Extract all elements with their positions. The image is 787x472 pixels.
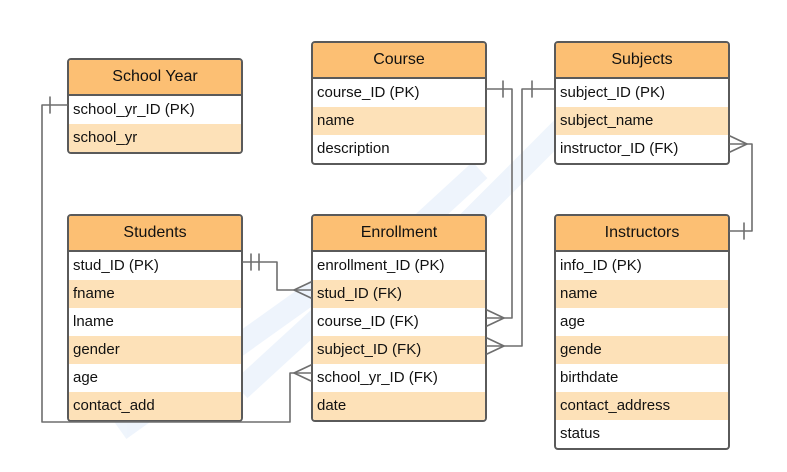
field-info-id: info_ID (PK): [560, 257, 642, 274]
entity-students-title: Students: [69, 216, 241, 252]
field-fname: fname: [69, 280, 241, 308]
field-course-description: description: [317, 140, 390, 157]
field-contact-add: contact_add: [69, 392, 241, 420]
entity-instructors[interactable]: Instructors info_ID (PK) name age gende …: [554, 214, 730, 450]
entity-school-year-title: School Year: [69, 60, 241, 96]
field-enroll-course-id: course_ID (FK): [317, 313, 419, 330]
many-crowfoot-studid: [293, 281, 312, 299]
field-enroll-school-yr-id: school_yr_ID (FK): [317, 369, 438, 386]
entity-instructors-title: Instructors: [556, 216, 728, 252]
field-age: age: [73, 369, 99, 386]
many-crowfoot-courseid: [486, 309, 505, 327]
rel-schoolyear-enrollment: [41, 104, 312, 423]
entity-subjects-title: Subjects: [556, 43, 728, 79]
many-crowfoot-subjectid: [486, 337, 505, 355]
field-course-id: course_ID (PK): [317, 84, 420, 101]
many-crowfoot-instructorid: [729, 135, 748, 153]
field-subject-id: subject_ID (PK): [560, 84, 666, 101]
entity-enrollment[interactable]: Enrollment enrollment_ID (PK) stud_ID (F…: [311, 214, 487, 422]
rel-students-enrollment: [242, 261, 312, 291]
entity-course[interactable]: Course course_ID (PK) name description: [311, 41, 487, 165]
field-instructor-name: name: [556, 280, 728, 308]
field-instructor-status: status: [560, 425, 601, 442]
field-instructor-id: instructor_ID (FK): [560, 140, 679, 157]
rel-subjects-enrollment: [486, 88, 555, 347]
field-enrollment-id: enrollment_ID (PK): [317, 257, 445, 274]
field-instructor-age: age: [560, 313, 586, 330]
rel-instructors-subjects: [729, 143, 753, 232]
field-enroll-date: date: [313, 392, 485, 420]
rel-course-enrollment: [486, 88, 513, 319]
field-stud-id: stud_ID (PK): [73, 257, 159, 274]
many-crowfoot-schoolyr: [293, 364, 312, 382]
field-school-yr: school_yr: [69, 124, 241, 152]
field-instructor-contact-address: contact_address: [556, 392, 728, 420]
field-lname: lname: [73, 313, 114, 330]
entity-school-year[interactable]: School Year school_yr_ID (PK) school_yr: [67, 58, 243, 154]
entity-enrollment-title: Enrollment: [313, 216, 485, 252]
field-enroll-stud-id: stud_ID (FK): [313, 280, 485, 308]
field-instructor-birthdate: birthdate: [560, 369, 619, 386]
entity-subjects[interactable]: Subjects subject_ID (PK) subject_name in…: [554, 41, 730, 165]
field-enroll-subject-id: subject_ID (FK): [313, 336, 485, 364]
field-instructor-gende: gende: [556, 336, 728, 364]
entity-course-title: Course: [313, 43, 485, 79]
field-subject-name: subject_name: [556, 107, 728, 135]
field-gender: gender: [69, 336, 241, 364]
field-school-yr-id: school_yr_ID (PK): [73, 101, 195, 118]
entity-students[interactable]: Students stud_ID (PK) fname lname gender…: [67, 214, 243, 422]
field-course-name: name: [313, 107, 485, 135]
